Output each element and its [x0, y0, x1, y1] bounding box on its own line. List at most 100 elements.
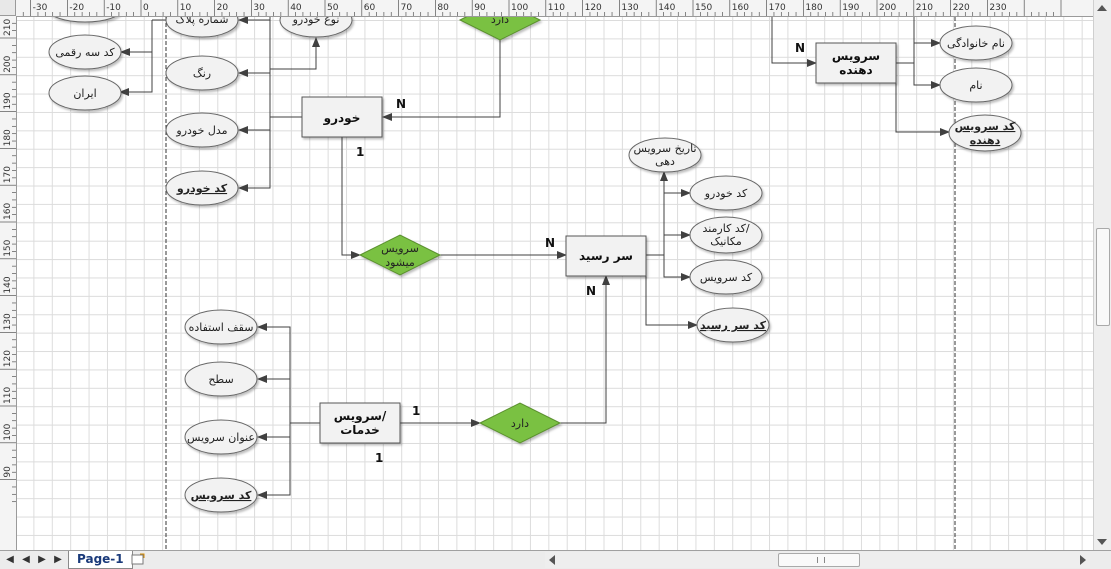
- attr-employee-code-label-2: مکانیک: [710, 235, 742, 248]
- attr-car-type[interactable]: [279, 17, 353, 38]
- horizontal-ruler-label: 140: [658, 3, 675, 13]
- connector-provider-trunk: [896, 17, 915, 64]
- horizontal-ruler-label: 0: [143, 3, 149, 13]
- next-page-icon[interactable]: ▶: [38, 554, 46, 565]
- attr-service-title[interactable]: [184, 419, 258, 455]
- vertical-ruler-label: 100: [3, 423, 13, 440]
- vertical-ruler-label: 120: [3, 350, 13, 367]
- attr-usage-ceiling-label: سقف استفاده: [189, 321, 254, 334]
- attr-receipt-service-code[interactable]: [689, 259, 763, 295]
- attr-iran[interactable]: [48, 75, 122, 111]
- insert-page-icon[interactable]: [130, 553, 146, 566]
- entity-services-label-1: سرویس/: [334, 409, 387, 424]
- horizontal-ruler-label: 190: [842, 3, 859, 13]
- last-page-icon[interactable]: ▶: [54, 554, 62, 565]
- page-tab[interactable]: Page-1: [68, 551, 133, 569]
- cardinality-receipt-n-bottom: N: [586, 284, 596, 298]
- relationship-has-bottom[interactable]: دارد: [478, 402, 562, 444]
- attr-level-label: سطح: [208, 373, 233, 386]
- attr-receipt-car-code[interactable]: [689, 175, 763, 211]
- entity-car[interactable]: خودرو: [301, 96, 383, 138]
- attr-level[interactable]: [184, 361, 258, 397]
- horizontal-ruler-label: 230: [989, 3, 1006, 13]
- connector-car-type: [270, 37, 320, 70]
- attr-top-partial: [54, 17, 116, 23]
- attr-car-code-key[interactable]: [165, 170, 239, 206]
- horizontal-ruler-label: 200: [879, 3, 896, 13]
- relationship-has-bottom-label: دارد: [511, 417, 529, 430]
- horizontal-ruler-label: 70: [401, 3, 413, 13]
- vertical-ruler-label: 200: [3, 55, 13, 72]
- horizontal-ruler-label: 100: [511, 3, 528, 13]
- vertical-scroll-thumb[interactable]: [1096, 228, 1110, 326]
- vertical-ruler-label: 210: [3, 19, 13, 36]
- vertical-ruler-label: 190: [3, 92, 13, 109]
- attr-receipt-code-key[interactable]: [696, 307, 770, 343]
- relationship-has-top[interactable]: دارد: [458, 17, 542, 41]
- horizontal-ruler-label: 20: [217, 3, 229, 13]
- horizontal-ruler-label: -20: [69, 3, 84, 13]
- attr-car-model[interactable]: [165, 112, 239, 148]
- entity-car-label: خودرو: [323, 111, 361, 126]
- connector-car-code: [238, 117, 271, 192]
- scroll-left-arrow-icon[interactable]: [549, 555, 555, 565]
- scroll-down-arrow-icon[interactable]: [1097, 539, 1107, 545]
- prev-page-icon[interactable]: ◀: [22, 554, 30, 565]
- vertical-ruler-label: 140: [3, 276, 13, 293]
- horizontal-scrollbar[interactable]: [545, 552, 1090, 568]
- cardinality-provider-n: N: [795, 41, 805, 55]
- attr-car-code-key-label: کد خودرو: [176, 182, 228, 195]
- ruler-corner: [0, 0, 16, 16]
- attr-name-label: نام: [969, 79, 982, 92]
- attr-plate-number-label: شماره پلاک: [176, 17, 229, 26]
- relationship-serviced[interactable]: سرویس میشود: [358, 234, 442, 276]
- horizontal-ruler-label: 10: [180, 3, 192, 13]
- attr-plate-number[interactable]: [165, 17, 239, 38]
- attr-receipt-car-code-label: کد خودرو: [704, 187, 748, 200]
- attr-three-digit-code[interactable]: [48, 34, 122, 70]
- attr-service-code-key[interactable]: [184, 477, 258, 513]
- horizontal-ruler-label: 170: [769, 3, 786, 13]
- attr-service-date[interactable]: [628, 137, 702, 173]
- attr-name[interactable]: [939, 67, 1013, 103]
- horizontal-ruler-label: 90: [474, 3, 486, 13]
- horizontal-scroll-thumb[interactable]: [778, 553, 860, 567]
- entity-receipt[interactable]: سر رسید: [565, 235, 647, 277]
- first-page-icon[interactable]: ◀: [6, 554, 14, 565]
- horizontal-ruler-label: 130: [621, 3, 638, 13]
- attr-color[interactable]: [165, 55, 239, 91]
- vertical-scrollbar[interactable]: [1093, 0, 1111, 550]
- entity-services[interactable]: سرویس/ خدمات: [319, 402, 401, 444]
- attr-family-name[interactable]: [939, 25, 1013, 61]
- horizontal-ruler-label: 60: [364, 3, 376, 13]
- relationship-has-top-label: دارد: [491, 17, 509, 26]
- connector-has-to-car: [382, 40, 501, 121]
- connector-plate-to-trunk: [119, 20, 153, 96]
- entity-service-provider[interactable]: سرویس دهنده: [815, 42, 897, 84]
- attr-provider-code-key[interactable]: [948, 114, 1022, 152]
- attr-usage-ceiling[interactable]: [184, 309, 258, 345]
- entity-services-label-2: خدمات: [340, 423, 380, 437]
- scroll-right-arrow-icon[interactable]: [1080, 555, 1086, 565]
- attr-color-label: رنگ: [193, 67, 211, 80]
- scroll-up-arrow-icon[interactable]: [1097, 5, 1107, 11]
- attr-receipt-code-key-label: کد سر رسید: [700, 319, 767, 332]
- drawing-canvas[interactable]: دارد سرویس میشود دارد خودرو سر رسید سروی…: [17, 17, 1093, 550]
- attr-provider-code-key-label-1: کد سرویس: [955, 120, 1016, 133]
- attr-service-date-label-1: تاریخ سرویس: [633, 142, 696, 155]
- vertical-ruler-label: 180: [3, 129, 13, 146]
- vertical-ruler-label: 170: [3, 166, 13, 183]
- horizontal-ruler-label: 160: [732, 3, 749, 13]
- horizontal-ruler-label: 40: [290, 3, 302, 13]
- connector-has-to-receipt: [560, 275, 610, 424]
- attr-employee-code[interactable]: [689, 216, 763, 254]
- attr-provider-code-key-label-2: دهنده: [970, 134, 1001, 147]
- connector-receipt-service-code: [663, 255, 691, 281]
- cardinality-services-1-bottom: 1: [375, 451, 383, 465]
- connector-service-code: [257, 423, 291, 499]
- relationship-serviced-label-1: سرویس: [381, 242, 419, 255]
- connector-receipt-trunk: [646, 171, 668, 256]
- attr-employee-code-label-1: کد کارمند/: [702, 222, 749, 235]
- attr-service-title-label: عنوان سرویس: [187, 431, 255, 444]
